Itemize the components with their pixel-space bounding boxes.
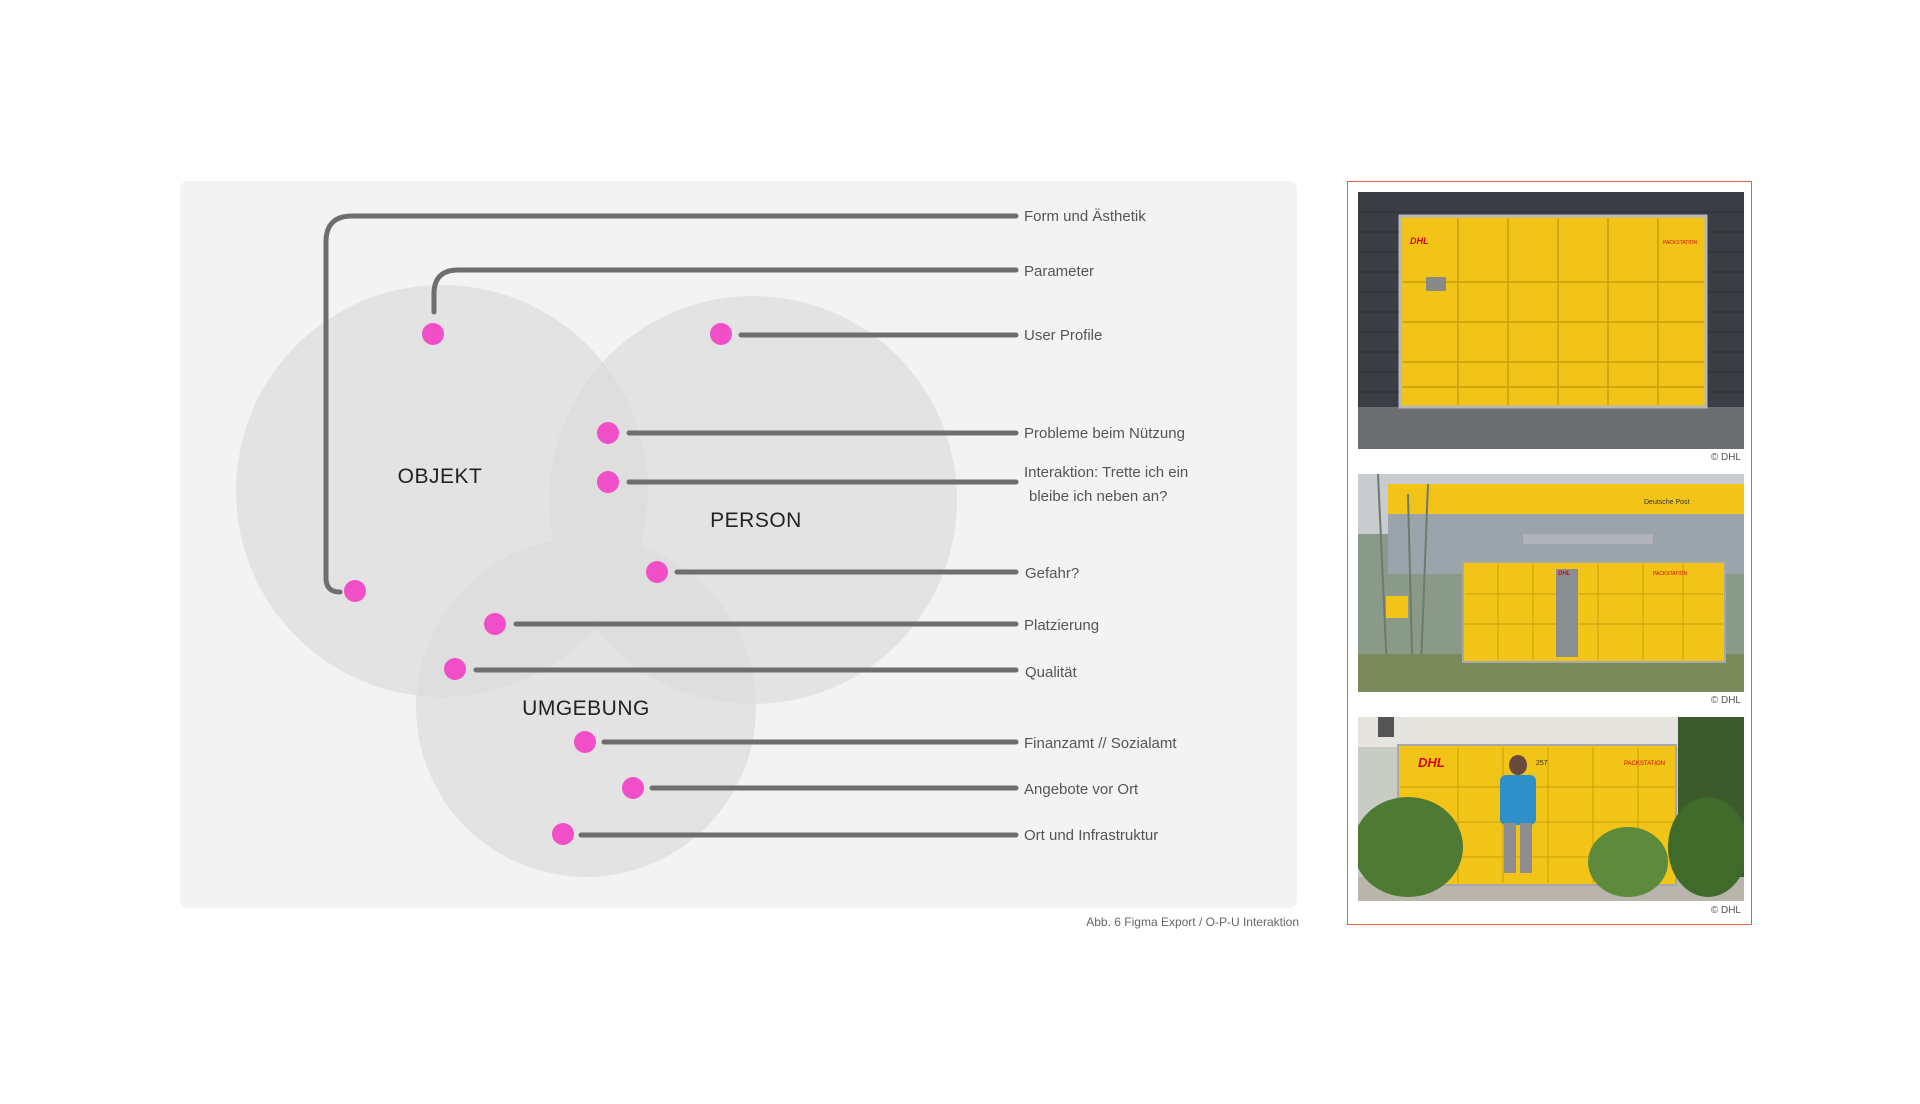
item-labels: Form und Ästhetik Parameter User Profile… <box>1024 208 1188 844</box>
packstation-street-photo: Deutsche Post DHL PACKSTATION <box>1358 474 1744 692</box>
photo3-brand: DHL <box>1418 755 1445 770</box>
photo1-brand: DHL <box>1410 236 1429 246</box>
item-label-ort: Ort und Infrastruktur <box>1024 827 1158 844</box>
dot-finanzamt <box>574 731 596 753</box>
label-objekt: OBJEKT <box>398 465 483 488</box>
label-person: PERSON <box>710 509 802 532</box>
photo3-number: 257 <box>1536 760 1548 767</box>
dot-ort <box>552 823 574 845</box>
photo1-credit: © DHL <box>1710 452 1741 463</box>
dot-platzierung <box>484 613 506 635</box>
connector-lines <box>323 213 1019 838</box>
item-label-gefahr: Gefahr? <box>1025 565 1079 582</box>
dot-qualitaet <box>444 658 466 680</box>
photo3-sign: PACKSTATION <box>1624 761 1665 767</box>
dot-form <box>344 580 366 602</box>
bushes <box>1358 797 1744 897</box>
dot-parameter <box>422 323 444 345</box>
item-label-finanzamt: Finanzamt // Sozialamt <box>1024 735 1177 752</box>
photo1-sign: PACKSTATION <box>1663 240 1698 246</box>
dots <box>344 323 732 845</box>
photo2-sign: PACKSTATION <box>1653 571 1688 577</box>
item-label-interaktion-2: bleibe ich neben an? <box>1029 488 1167 505</box>
dot-probleme <box>597 422 619 444</box>
packstation-person-photo: DHL 257 PACKSTATION <box>1358 717 1744 901</box>
photo2-credit: © DHL <box>1710 695 1741 706</box>
label-umgebung: UMGEBUNG <box>522 697 650 720</box>
dot-angebote <box>622 777 644 799</box>
item-label-interaktion: Interaktion: Trette ich ein <box>1024 464 1188 481</box>
photo2-sign2: Deutsche Post <box>1644 499 1690 506</box>
photo-frame: DHL PACKSTATION © DHL Deutsche Post <box>1347 181 1752 925</box>
dot-user-profile <box>710 323 732 345</box>
connector-form <box>323 213 1019 595</box>
dot-gefahr <box>646 561 668 583</box>
figure-caption: Abb. 6 Figma Export / O-P-U Interaktion <box>1086 915 1299 929</box>
item-label-angebote: Angebote vor Ort <box>1024 781 1139 798</box>
item-label-parameter: Parameter <box>1024 263 1094 280</box>
item-label-user-profile: User Profile <box>1024 327 1102 344</box>
item-label-probleme: Probleme beim Nützung <box>1024 425 1185 442</box>
item-label-qualitaet: Qualität <box>1025 664 1078 681</box>
connector-parameter <box>431 267 1019 315</box>
item-label-platzierung: Platzierung <box>1024 617 1099 634</box>
packstation-wall-photo: DHL PACKSTATION <box>1358 192 1744 449</box>
item-label-form: Form und Ästhetik <box>1024 208 1146 225</box>
photo3-credit: © DHL <box>1710 905 1741 916</box>
dot-interaktion <box>597 471 619 493</box>
person-figure <box>1500 755 1536 873</box>
photo2-brand: DHL <box>1558 571 1571 577</box>
